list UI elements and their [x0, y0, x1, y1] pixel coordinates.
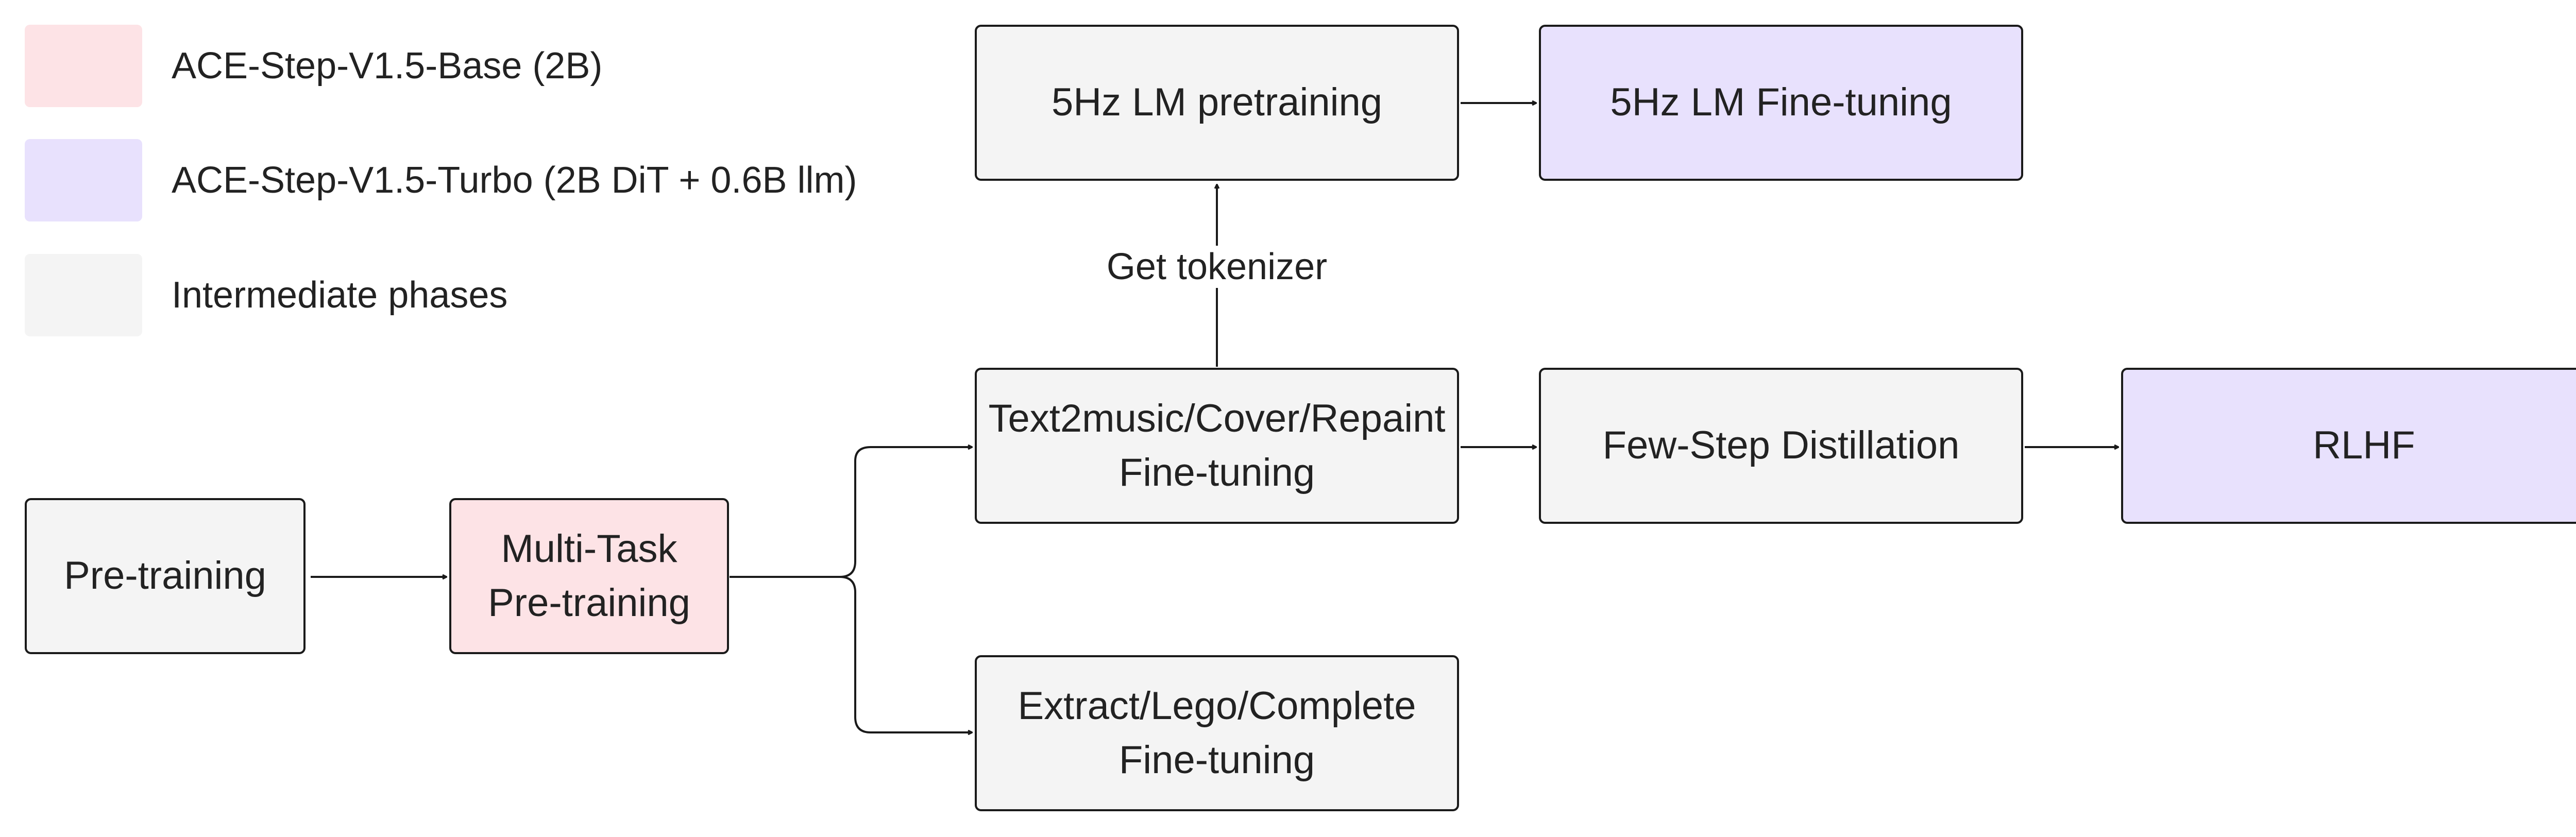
legend-swatch-turbo: [25, 139, 142, 221]
node-distillation-line-1: Few-Step Distillation: [1602, 423, 1960, 468]
node-lm-pretraining-line-1: 5Hz LM pretraining: [1051, 80, 1383, 125]
legend-label-turbo: ACE-Step-V1.5-Turbo (2B DiT + 0.6B llm): [172, 160, 857, 201]
node-extract-line-2: Fine-tuning: [1118, 738, 1315, 782]
node-text2music-line-1: Text2music/Cover/Repaint: [988, 396, 1446, 440]
node-text2music-line-2: Fine-tuning: [1118, 450, 1315, 494]
node-pretraining-line-1: Pre-training: [64, 554, 266, 598]
node-pretraining: Pre-training: [25, 498, 306, 654]
node-text2music-finetuning: Text2music/Cover/Repaint Fine-tuning: [975, 368, 1459, 524]
edge-label-get-tokenizer: Get tokenizer: [1097, 246, 1337, 288]
node-extract-line-1: Extract/Lego/Complete: [1018, 684, 1416, 728]
node-lm-finetuning: 5Hz LM Fine-tuning: [1539, 25, 2023, 181]
legend-swatch-intermediate: [25, 254, 142, 336]
node-lm-pretraining: 5Hz LM pretraining: [975, 25, 1459, 181]
node-few-step-distillation: Few-Step Distillation: [1539, 368, 2023, 524]
node-extract-finetuning: Extract/Lego/Complete Fine-tuning: [975, 655, 1459, 811]
arrow-branch-to-text2music: [839, 447, 972, 578]
legend-label-base: ACE-Step-V1.5-Base (2B): [172, 45, 603, 87]
node-multitask-line-1: Multi-Task: [501, 526, 677, 571]
arrow-branch-to-extract: [839, 576, 972, 732]
node-rlhf: RLHF: [2121, 368, 2576, 524]
legend-swatch-base: [25, 25, 142, 107]
node-multitask-line-2: Pre-training: [488, 580, 690, 625]
node-rlhf-line-1: RLHF: [2313, 423, 2415, 468]
legend-label-intermediate: Intermediate phases: [172, 275, 508, 316]
node-lm-finetuning-line-1: 5Hz LM Fine-tuning: [1610, 80, 1952, 125]
node-multitask-pretraining: Multi-Task Pre-training: [449, 498, 729, 654]
